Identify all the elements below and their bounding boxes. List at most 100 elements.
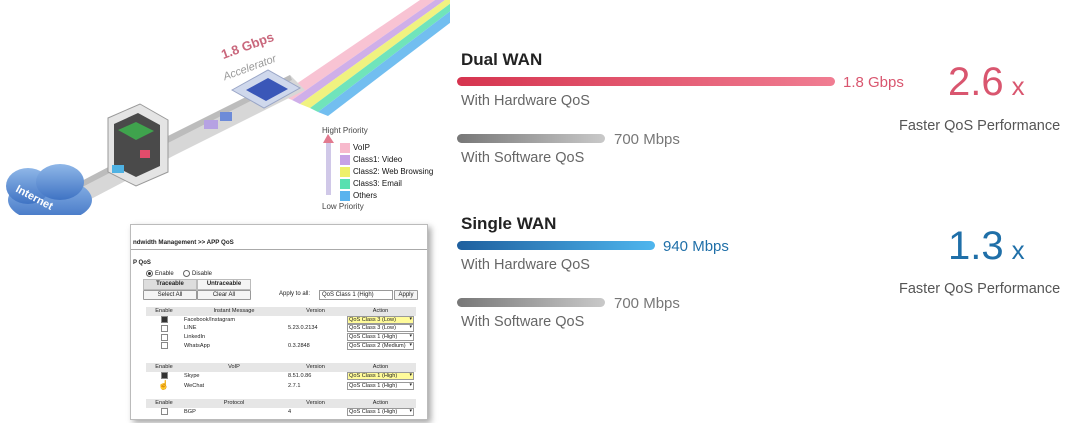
action-select[interactable]: QoS Class 3 (Low) (347, 315, 414, 324)
table-header-row: Enable Protocol Version Action (146, 399, 416, 408)
action-select[interactable]: QoS Class 1 (High) (347, 407, 414, 416)
checkbox-icon (160, 333, 168, 341)
priority-high-label: Hight Priority (322, 126, 368, 135)
app-name: LinkedIn (184, 334, 206, 341)
legend-swatch (340, 178, 350, 189)
action-cell: QoS Class 1 (High) (345, 407, 416, 417)
dual-hw-bar (457, 77, 835, 86)
priority-class-item: Others (340, 190, 377, 201)
priority-low-label: Low Priority (322, 202, 364, 211)
single-multiplier-x: x (1011, 235, 1025, 265)
action-cell: QoS Class 3 (Low) (345, 315, 416, 325)
action-select[interactable]: QoS Class 1 (High) (347, 333, 414, 342)
apply-to-all-select[interactable]: QoS Class 1 (High) (319, 290, 393, 300)
action-cell: QoS Class 1 (High) (345, 333, 416, 342)
table-row: BGP 4 QoS Class 1 (High) (146, 407, 416, 417)
column-header: Action (345, 399, 416, 408)
action-select[interactable]: QoS Class 3 (Low) (347, 324, 414, 333)
column-header: Enable (146, 307, 182, 316)
priority-class-label: VoIP (353, 143, 370, 152)
dual-sw-label: With Software QoS (461, 150, 585, 166)
priority-class-item: Class3: Email (340, 178, 402, 189)
row-checkbox[interactable] (146, 333, 182, 342)
table-row: ☝ WeChat 2.7.1 QoS Class 1 (High) (146, 380, 416, 391)
section-title: P QoS (133, 260, 151, 266)
table-row: LinkedIn QoS Class 1 (High) (146, 333, 416, 342)
app-version (286, 316, 345, 325)
router-box (107, 103, 169, 187)
disable-radio[interactable]: Disable (183, 270, 212, 277)
single-faster-label: Faster QoS Performance (899, 281, 1061, 297)
radio-dot-icon (146, 270, 153, 277)
enable-radio[interactable]: Enable (146, 270, 174, 277)
clear-all-button[interactable]: Clear All (197, 290, 251, 300)
table-header-row: Enable VoIP Version Action (146, 363, 416, 372)
row-checkbox[interactable] (146, 408, 182, 417)
priority-class-item: Class1: Video (340, 154, 402, 165)
traffic-beam (280, 0, 480, 116)
priority-legend: Hight Priority VoIP Class1: Video Class2… (322, 126, 452, 216)
action-cell: QoS Class 1 (High) (345, 371, 416, 381)
row-checkbox[interactable] (146, 372, 182, 381)
network-illustration: 1.8 Gbps Accelerator Internet Hight Prio… (0, 0, 480, 222)
column-header: Enable (146, 399, 182, 408)
column-header: Action (345, 307, 416, 316)
dual-hw-value: 1.8 Gbps (843, 74, 904, 91)
tab-traceable[interactable]: Traceable (143, 279, 197, 290)
app-version: 0.3.2848 (288, 342, 310, 349)
checkbox-checked-icon (160, 372, 168, 380)
checkbox-icon (160, 324, 168, 332)
row-checkbox[interactable] (146, 316, 182, 325)
select-all-button[interactable]: Select All (143, 290, 197, 300)
dual-sw-bar (457, 134, 605, 143)
single-hw-value: 940 Mbps (663, 238, 729, 255)
disable-label: Disable (192, 270, 213, 277)
cloud-icon (6, 164, 92, 222)
row-checkbox[interactable] (146, 324, 182, 333)
enable-label: Enable (155, 270, 174, 277)
column-header: Version (286, 363, 345, 372)
action-select[interactable]: QoS Class 2 (Medium) (347, 341, 414, 350)
router-accelerator-graphic (6, 0, 480, 222)
column-header: VoIP (182, 363, 286, 372)
column-header: Instant Message (182, 307, 286, 316)
app-version: 2.7.1 (288, 382, 301, 389)
priority-class-label: Class3: Email (353, 179, 402, 188)
action-select[interactable]: QoS Class 1 (High) (347, 381, 414, 390)
row-checkbox[interactable]: ☝ (146, 380, 182, 391)
priority-class-item: VoIP (340, 142, 370, 153)
single-hw-bar (457, 241, 655, 250)
priority-arrow (323, 134, 334, 195)
action-select[interactable]: QoS Class 1 (High) (347, 371, 414, 380)
column-header: Action (345, 363, 416, 372)
table-row: WhatsApp 0.3.2848 QoS Class 2 (Medium) (146, 341, 416, 350)
app-version: 5.23.0.2134 (288, 325, 318, 332)
apply-button[interactable]: Apply (394, 290, 418, 300)
action-cell: QoS Class 2 (Medium) (345, 341, 416, 350)
apply-to-all-label: Apply to all: (279, 291, 311, 297)
hand-cursor-icon: ☝ (158, 380, 170, 391)
dual-multiplier-x: x (1011, 71, 1025, 101)
legend-swatch (340, 142, 350, 153)
protocol-table: Enable Protocol Version Action BGP 4 QoS… (146, 399, 416, 416)
table-header-row: Enable Instant Message Version Action (146, 307, 416, 316)
app-name: WeChat (184, 382, 205, 389)
tab-untraceable[interactable]: Untraceable (197, 279, 251, 290)
row-checkbox[interactable] (146, 341, 182, 350)
app-name: BGP (184, 408, 196, 415)
checkbox-icon (160, 342, 168, 350)
priority-class-label: Class1: Video (353, 155, 403, 164)
instant-message-table: Enable Instant Message Version Action Fa… (146, 307, 416, 350)
column-header: Version (286, 307, 345, 316)
table-row: LINE 5.23.0.2134 QoS Class 3 (Low) (146, 324, 416, 333)
priority-class-label: Class2: Web Browsing (353, 167, 434, 176)
single-sw-label: With Software QoS (461, 314, 585, 330)
app-name: WhatsApp (184, 342, 210, 349)
radio-dot-icon (183, 270, 190, 277)
action-cell: QoS Class 1 (High) (345, 380, 416, 391)
dual-wan-title: Dual WAN (461, 50, 543, 69)
dual-multiplier-value: 2.6 (948, 60, 1004, 104)
dual-hw-label: With Hardware QoS (461, 93, 590, 109)
